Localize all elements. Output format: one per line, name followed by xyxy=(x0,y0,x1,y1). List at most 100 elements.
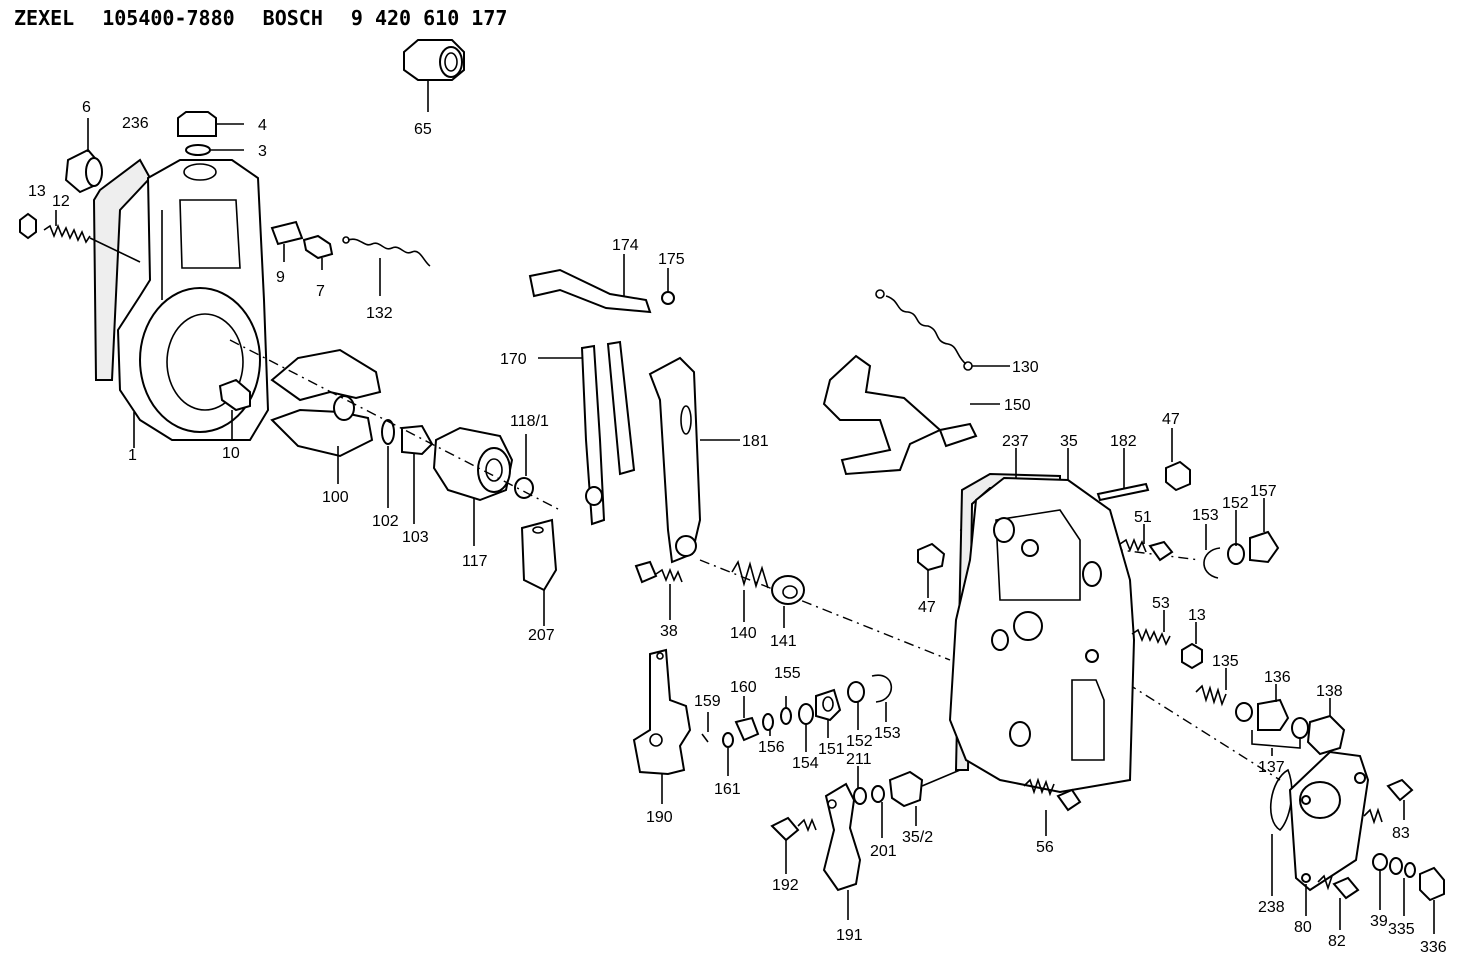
label-153-left: 153 xyxy=(874,725,901,742)
part-13-nut xyxy=(19,212,37,240)
part-3-washer xyxy=(185,144,244,156)
part-161-washer xyxy=(722,732,734,776)
part-153-circlip-left xyxy=(871,674,893,722)
diagram-header: ZEXEL 105400-7880 BOSCH 9 420 610 177 xyxy=(14,6,535,30)
part-9-plate xyxy=(270,220,304,262)
label-152-left: 152 xyxy=(846,733,873,750)
part-47-screw-left xyxy=(917,542,946,598)
part-13-nut-right xyxy=(1181,622,1203,670)
label-238: 238 xyxy=(1258,899,1285,916)
label-190: 190 xyxy=(646,809,673,826)
label-170: 170 xyxy=(500,351,527,368)
axis-line-2 xyxy=(699,559,951,661)
part-6-plug xyxy=(64,118,103,194)
label-157: 157 xyxy=(1250,483,1277,500)
label-4: 4 xyxy=(258,117,267,134)
label-65: 65 xyxy=(414,121,432,138)
part-160-bush xyxy=(734,696,760,742)
label-150: 150 xyxy=(1004,397,1031,414)
label-38: 38 xyxy=(660,623,678,640)
label-136: 136 xyxy=(1264,669,1291,686)
part-154-ring xyxy=(798,703,814,752)
part-336-cap-nut xyxy=(1419,866,1445,934)
label-82: 82 xyxy=(1328,933,1346,950)
part-102-washer xyxy=(381,419,395,508)
part-12-stud xyxy=(43,210,141,263)
label-1: 1 xyxy=(128,447,137,464)
part-190-lever xyxy=(632,648,692,804)
part-138-cap xyxy=(1291,698,1346,756)
part-152-ring-right xyxy=(1227,510,1245,565)
part-135-screw xyxy=(1195,668,1227,707)
label-236: 236 xyxy=(122,115,149,132)
part-236-gasket xyxy=(92,158,152,381)
part-156-washer xyxy=(762,713,774,736)
part-137-bracket xyxy=(1251,730,1301,756)
label-132: 132 xyxy=(366,305,393,322)
part-35-2-union xyxy=(888,769,961,826)
label-53: 53 xyxy=(1152,595,1170,612)
label-7: 7 xyxy=(316,283,325,300)
label-100: 100 xyxy=(322,489,349,506)
label-13: 13 xyxy=(28,183,46,200)
label-35-2: 35/2 xyxy=(902,829,933,846)
part-335-washer xyxy=(1389,857,1416,916)
part-65-sleeve xyxy=(403,39,465,112)
label-102: 102 xyxy=(372,513,399,530)
label-56: 56 xyxy=(1036,839,1054,856)
part-201-ring xyxy=(871,785,885,838)
part-132-spring xyxy=(342,236,431,296)
label-211: 211 xyxy=(846,751,872,768)
part-130-spring xyxy=(875,289,1010,371)
part-157-plug xyxy=(1249,498,1280,564)
brand-zexel: ZEXEL xyxy=(14,6,75,30)
label-155: 155 xyxy=(774,665,801,682)
part-1-governor-housing xyxy=(116,159,270,441)
part-191-lever xyxy=(822,782,862,920)
part-174-link xyxy=(528,254,652,314)
part-150-lever-shaft xyxy=(822,354,1000,476)
label-237: 237 xyxy=(1002,433,1029,450)
label-161: 161 xyxy=(714,781,741,798)
label-153-right: 153 xyxy=(1192,507,1219,524)
label-10: 10 xyxy=(222,445,240,462)
part-207-block xyxy=(520,518,558,626)
label-191: 191 xyxy=(836,927,863,944)
label-103: 103 xyxy=(402,529,429,546)
label-160: 160 xyxy=(730,679,757,696)
part-47-screw-top xyxy=(1165,428,1191,492)
label-201: 201 xyxy=(870,843,897,860)
label-137: 137 xyxy=(1258,759,1285,776)
label-192: 192 xyxy=(772,877,799,894)
part-number-zexel: 105400-7880 xyxy=(102,6,235,30)
part-136-nut xyxy=(1235,684,1290,731)
part-151-bushing xyxy=(815,688,842,738)
label-140: 140 xyxy=(730,625,757,642)
label-47-top: 47 xyxy=(1162,411,1180,428)
part-181-lever xyxy=(648,356,740,564)
part-211-washer xyxy=(853,766,867,805)
part-51-screw xyxy=(1119,524,1174,562)
label-83: 83 xyxy=(1392,825,1410,842)
part-175-clip xyxy=(661,268,675,305)
label-117: 117 xyxy=(462,553,488,570)
part-103-sleeve xyxy=(401,424,434,524)
part-35-governor-cover xyxy=(948,448,1136,794)
label-118-1: 118/1 xyxy=(510,413,549,430)
part-4-plug xyxy=(177,111,244,137)
part-155-washer xyxy=(780,696,792,725)
part-83-screw xyxy=(1363,778,1414,825)
part-170-lever xyxy=(538,340,636,526)
label-182: 182 xyxy=(1110,433,1137,450)
part-140-spring xyxy=(731,559,769,622)
part-53-screw xyxy=(1131,610,1171,646)
part-80-cover xyxy=(1288,750,1370,916)
part-number-bosch: 9 420 610 177 xyxy=(350,6,508,30)
label-130: 130 xyxy=(1012,359,1039,376)
label-159: 159 xyxy=(694,693,721,710)
brand-bosch: BOSCH xyxy=(262,6,323,30)
label-152-right: 152 xyxy=(1222,495,1249,512)
part-39-washer xyxy=(1372,853,1388,910)
part-10-screw xyxy=(218,378,251,440)
